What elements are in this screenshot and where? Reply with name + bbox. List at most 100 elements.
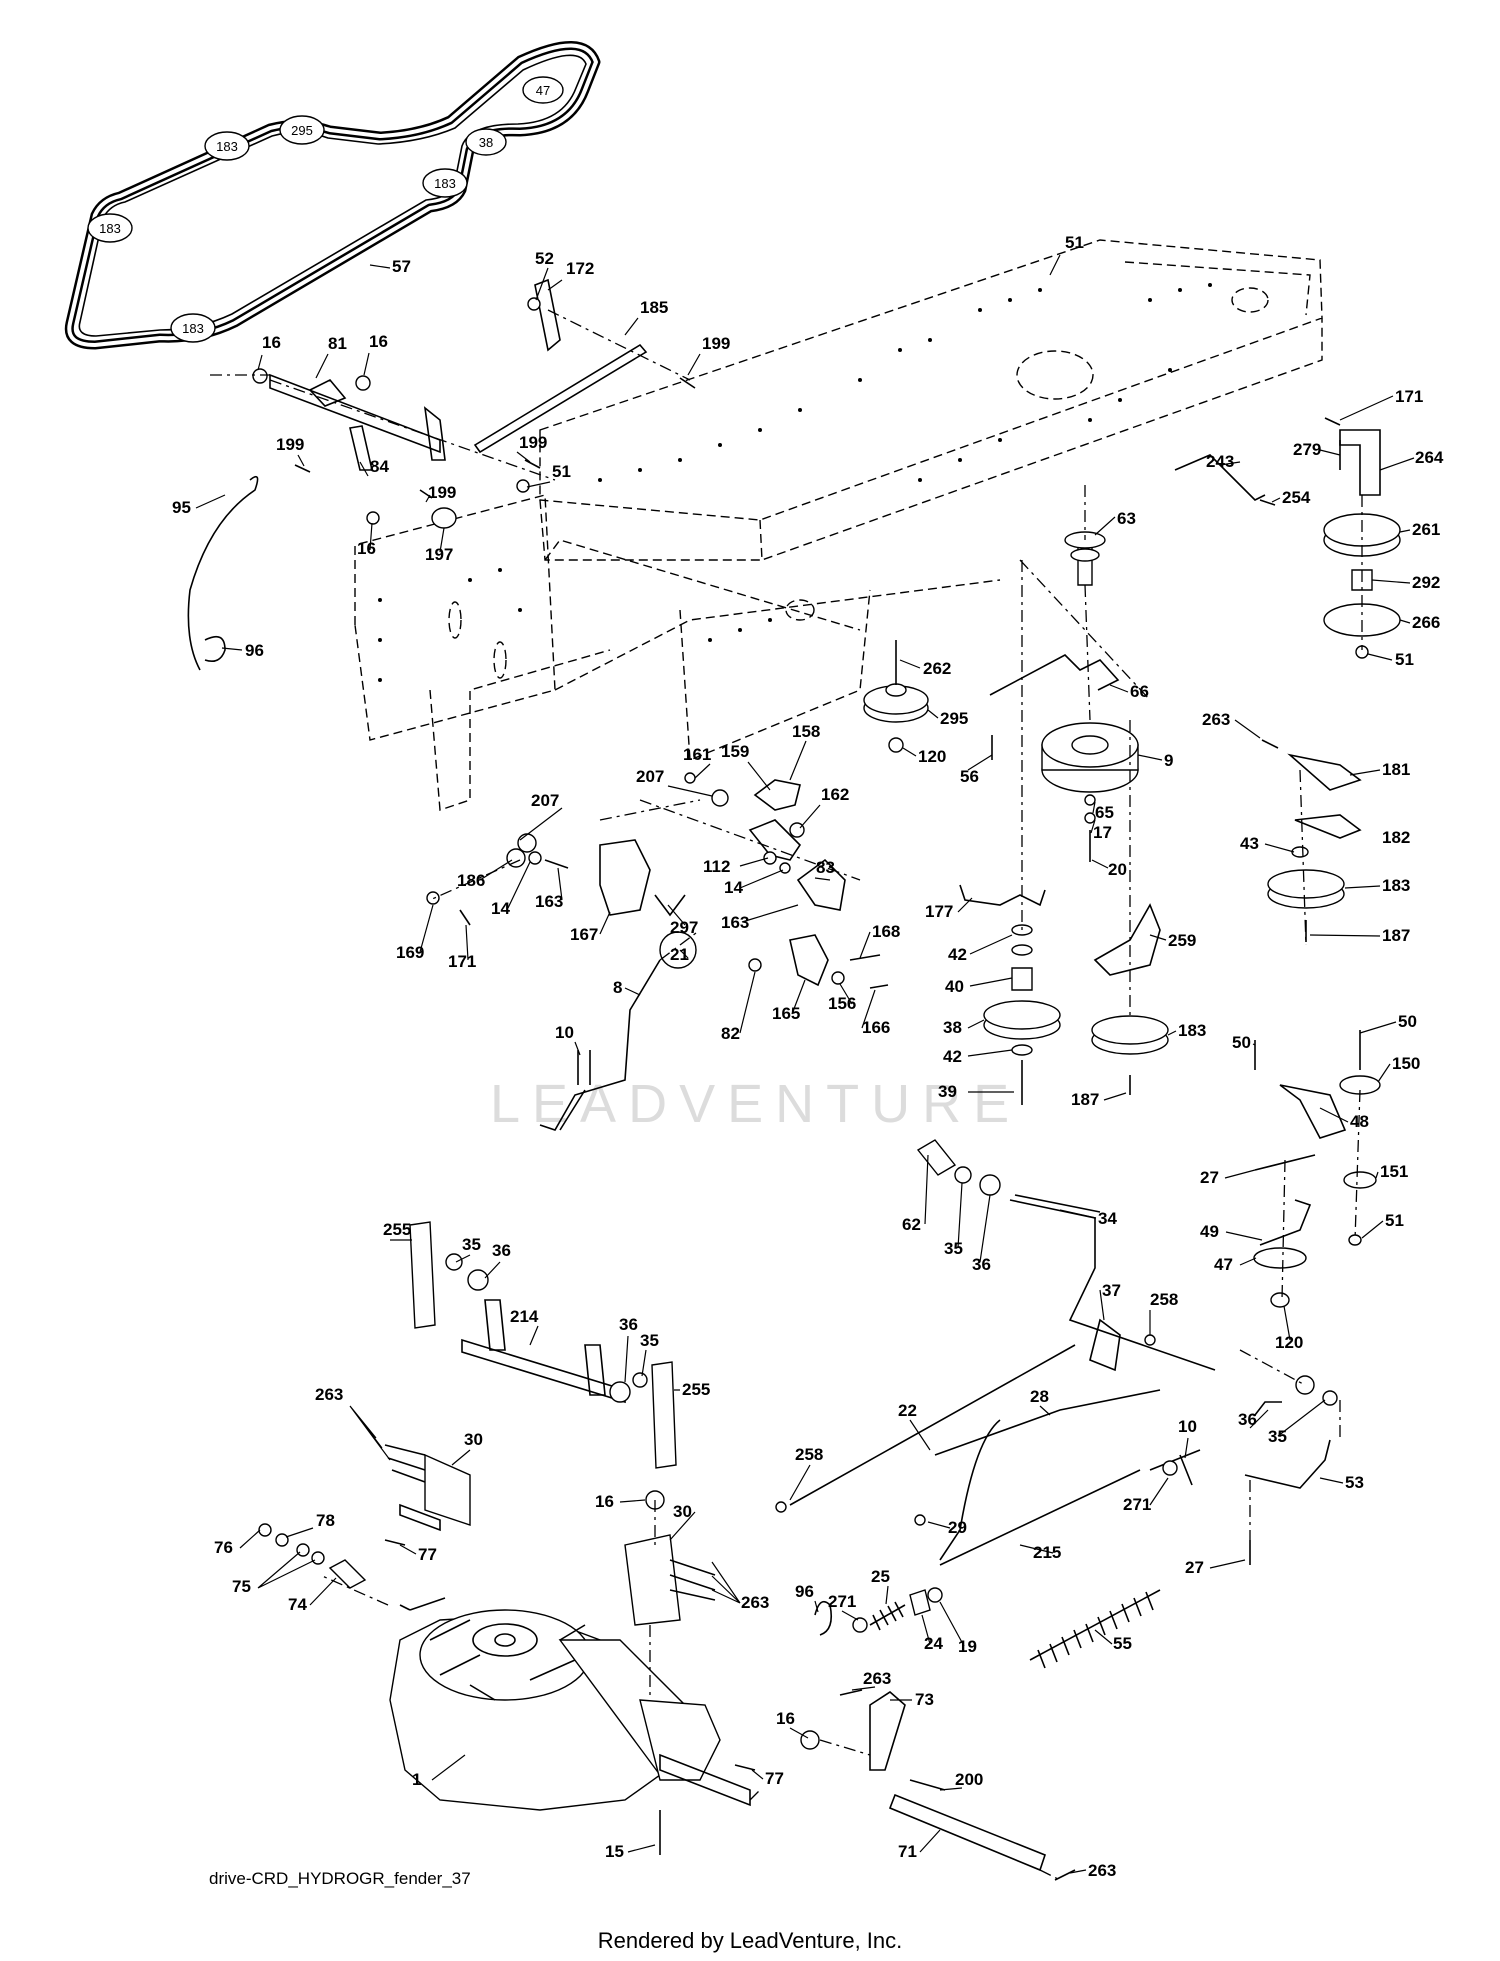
bracket-37 (1089, 1318, 1121, 1372)
arm-172 (534, 278, 561, 352)
key-77-left (384, 1539, 406, 1546)
pedal-brackets (426, 772, 889, 1131)
bracket-83 (796, 858, 846, 911)
callout-263: 263 (1088, 1861, 1116, 1880)
callout-22: 22 (898, 1401, 917, 1420)
callout-17: 17 (1093, 823, 1112, 842)
bolt-199-left (294, 464, 311, 473)
callout-261: 261 (1412, 520, 1440, 539)
callout-35: 35 (640, 1331, 659, 1350)
belt-pulley-38 (465, 128, 507, 156)
washer-43 (1291, 846, 1309, 858)
bolt-199-mid (524, 459, 541, 469)
callout-55: 55 (1113, 1634, 1132, 1653)
right-idler-assembly (1174, 417, 1401, 1308)
callout-263: 263 (741, 1593, 769, 1612)
callout-52: 52 (535, 249, 554, 268)
belt-pulley-183-top (204, 131, 250, 161)
belt-pulley-295 (279, 115, 325, 145)
washer-35-c (445, 1253, 463, 1271)
bolt-200 (909, 1779, 946, 1791)
callout-255: 255 (682, 1380, 710, 1399)
svg-text:183: 183 (434, 176, 456, 191)
spring-297 (654, 894, 686, 917)
callout-42: 42 (943, 1047, 962, 1066)
callout-163: 163 (721, 913, 749, 932)
callout-81: 81 (328, 334, 347, 353)
callout-183: 183 (1178, 1021, 1206, 1040)
callout-36: 36 (619, 1315, 638, 1334)
callout-199: 199 (519, 433, 547, 452)
callout-168: 168 (872, 922, 900, 941)
bracket-181 (1287, 753, 1362, 791)
washer-35-e (632, 1372, 648, 1388)
washer-36-e (609, 1381, 631, 1403)
callout-112: 112 (703, 857, 730, 876)
callout-50: 50 (1398, 1012, 1417, 1031)
callout-47: 47 (1214, 1255, 1233, 1274)
washer-271-b (852, 1617, 868, 1633)
callout-29: 29 (948, 1518, 967, 1537)
clip-82 (748, 958, 762, 972)
callout-186: 186 (457, 871, 485, 890)
nut-162 (789, 822, 805, 838)
callout-187: 187 (1382, 926, 1410, 945)
callout-162: 162 (821, 785, 849, 804)
callout-35: 35 (944, 1239, 963, 1258)
spring-rod-95 (187, 475, 259, 671)
callout-51: 51 (1065, 233, 1084, 252)
bushing-186 (506, 848, 526, 868)
key-77-right (734, 1764, 756, 1771)
rod-215 (939, 1469, 1141, 1566)
callout-30: 30 (464, 1430, 483, 1449)
callout-25: 25 (871, 1567, 890, 1586)
callout-263: 263 (863, 1669, 891, 1688)
callout-30: 30 (673, 1502, 692, 1521)
hairpin-96-b (814, 1600, 833, 1636)
svg-text:38: 38 (479, 135, 493, 150)
callout-169: 169 (396, 943, 424, 962)
bolt-199-top (679, 377, 696, 389)
clip-258-b (775, 1501, 787, 1513)
bracket-49 (1259, 1199, 1312, 1246)
svg-text:183: 183 (216, 139, 238, 154)
spring-55 (1029, 1589, 1161, 1669)
callout-197: 197 (425, 545, 453, 564)
belt-pulley-badges: 295 183 47 38 183 183 183 (87, 76, 564, 343)
callout-14: 14 (724, 878, 743, 897)
callout-16: 16 (262, 333, 281, 352)
callout-264: 264 (1415, 448, 1444, 467)
callout-40: 40 (945, 977, 964, 996)
bolt-263-e (1054, 1869, 1076, 1881)
plate-159 (753, 779, 801, 811)
washer-35-a (954, 1166, 972, 1184)
nut-16-lower (366, 511, 380, 525)
callout-71: 71 (898, 1842, 917, 1861)
callout-51: 51 (1385, 1211, 1404, 1230)
callout-82: 82 (721, 1024, 740, 1043)
footer-credit: Rendered by LeadVenture, Inc. (597, 1928, 903, 1953)
washer-42-bottom (1011, 1044, 1033, 1056)
washer-76 (258, 1523, 272, 1537)
bracket-30-left (384, 1444, 471, 1532)
rod-66 (989, 654, 1120, 696)
washer-17 (1084, 812, 1096, 824)
shaft-81 (269, 373, 441, 454)
callout-165: 165 (772, 1004, 800, 1023)
callout-16: 16 (369, 332, 388, 351)
callout-171: 171 (448, 952, 476, 971)
bolt-263-d (839, 1689, 863, 1696)
bolt-199-lower (419, 489, 433, 499)
nut-120-top (888, 737, 904, 753)
callout-65: 65 (1095, 803, 1114, 822)
callout-37: 37 (1102, 1281, 1121, 1300)
bracket-48 (1279, 1084, 1347, 1139)
callout-279: 279 (1293, 440, 1321, 459)
callout-labels: 57 52 172 185 199 16 81 16 199 51 199 84… (172, 233, 1444, 1880)
spacer-40 (1011, 967, 1033, 991)
hairpin-96 (204, 635, 226, 663)
bracket-264 (1339, 429, 1381, 496)
washer-35-b (1322, 1390, 1338, 1406)
bolt-171-left (459, 909, 471, 926)
callout-158: 158 (792, 722, 820, 741)
